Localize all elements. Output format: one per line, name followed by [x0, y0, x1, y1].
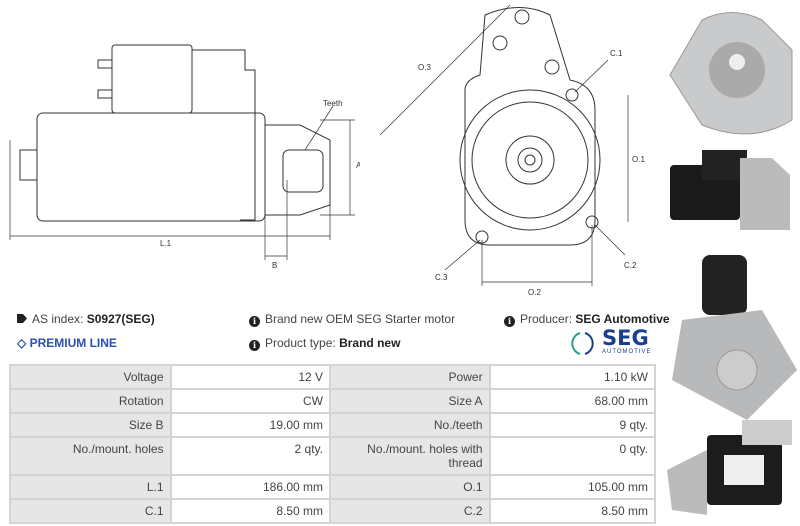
product-photos: [667, 12, 797, 515]
c3-label: C.3: [435, 273, 448, 282]
c1-label: C.1: [610, 49, 623, 58]
producer-label: Producer:: [520, 312, 573, 326]
product-type: i Product type: Brand new: [249, 336, 400, 351]
info-icon: i: [249, 316, 260, 327]
spec-label: O.1: [329, 474, 491, 500]
spec-label: C.1: [9, 498, 172, 524]
spec-label: No./teeth: [329, 412, 491, 438]
spec-value: 186.00 mm: [169, 474, 332, 500]
spec-label: Size B: [9, 412, 172, 438]
photo-rear[interactable]: [672, 255, 797, 420]
photo-angle[interactable]: [667, 420, 792, 515]
spec-label: L.1: [9, 474, 172, 500]
product-type-value: Brand new: [339, 336, 401, 350]
logo-ring-icon: [571, 332, 594, 355]
spec-value: 8.50 mm: [169, 498, 332, 524]
spec-value: 9 qty.: [488, 412, 657, 438]
spec-label: No./mount. holes: [9, 436, 172, 476]
spec-value: 8.50 mm: [488, 498, 657, 524]
as-index-value: S0927(SEG): [86, 312, 155, 326]
photo-side[interactable]: [670, 150, 790, 230]
spec-label: Rotation: [9, 388, 172, 414]
spec-value: 0 qty.: [488, 436, 657, 476]
teeth-label: Teeth: [323, 99, 343, 108]
o3-label: O.3: [418, 63, 431, 72]
front-view-diagram: O.3 C.1 O.1 C.3 C.2 O.2: [379, 4, 645, 297]
spec-value: 68.00 mm: [488, 388, 657, 414]
logo-text: SEG: [602, 326, 649, 350]
spec-value: 105.00 mm: [488, 474, 657, 500]
side-view-diagram: Teeth A B L.1: [9, 44, 360, 270]
premium-line-badge: ◇ PREMIUM LINE: [17, 336, 117, 350]
producer-value: SEG Automotive: [575, 312, 670, 326]
spec-value: CW: [169, 388, 332, 414]
spec-label: No./mount. holes with thread: [329, 436, 491, 476]
seg-logo: SEG AUTOMOTIVE: [570, 326, 656, 358]
premium-label: PREMIUM LINE: [29, 336, 117, 350]
spec-label: Size A: [329, 388, 491, 414]
description-text: Brand new OEM SEG Starter motor: [265, 312, 456, 326]
description: i Brand new OEM SEG Starter motor: [249, 312, 455, 327]
spec-value: 19.00 mm: [169, 412, 332, 438]
spec-value: 1.10 kW: [488, 364, 657, 390]
size-a-label: A: [356, 161, 360, 170]
size-b-label: B: [272, 261, 277, 270]
photo-front[interactable]: [669, 12, 793, 135]
spec-value: 2 qty.: [169, 436, 332, 476]
spec-label: C.2: [329, 498, 491, 524]
logo-subtext: AUTOMOTIVE: [602, 349, 652, 355]
producer: i Producer: SEG Automotive: [504, 312, 670, 327]
info-icon: i: [249, 340, 260, 351]
o1-label: O.1: [632, 155, 645, 164]
spec-label: Voltage: [9, 364, 172, 390]
l1-label: L.1: [160, 239, 172, 248]
o2-label: O.2: [528, 288, 541, 297]
c2-label: C.2: [624, 261, 637, 270]
tag-icon: [17, 314, 27, 323]
product-type-label: Product type:: [265, 336, 336, 350]
as-index: AS index: S0927(SEG): [17, 312, 155, 326]
info-icon: i: [504, 316, 515, 327]
diamond-icon: ◇: [17, 336, 27, 350]
as-index-label: AS index:: [32, 312, 84, 326]
spec-value: 12 V: [169, 364, 332, 390]
spec-label: Power: [329, 364, 491, 390]
